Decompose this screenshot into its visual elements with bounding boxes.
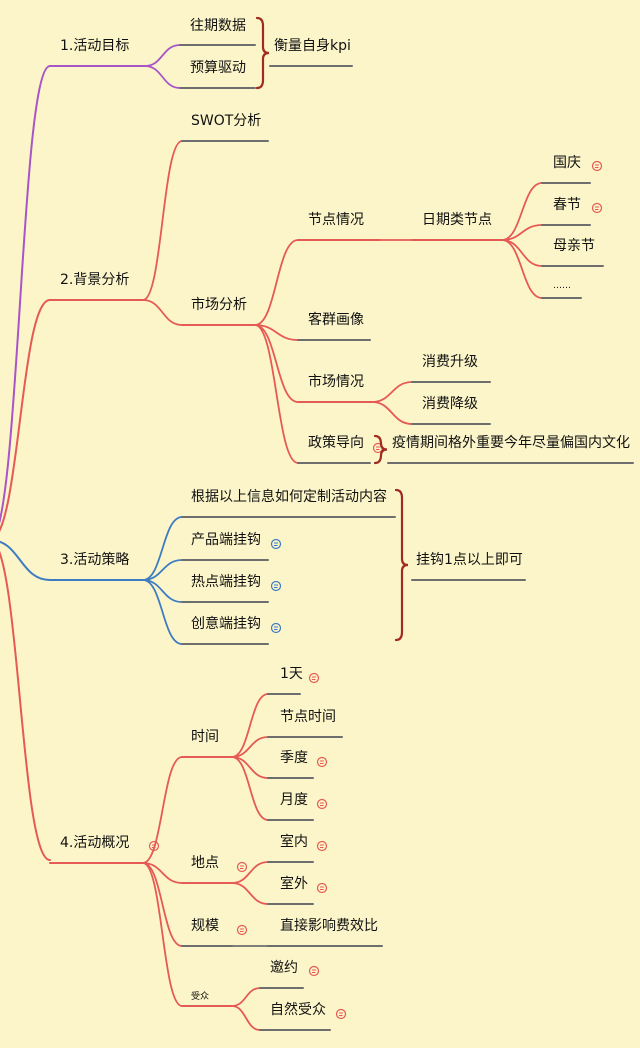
- branch-connector: [254, 239, 299, 326]
- node-t1[interactable]: 1天: [280, 666, 303, 682]
- node-n2b3b[interactable]: 消费降级: [422, 396, 478, 412]
- note-icon[interactable]: [308, 965, 320, 977]
- node-n2b3a[interactable]: 消费升级: [422, 354, 478, 370]
- branch-connector: [142, 516, 183, 581]
- node-d2[interactable]: 春节: [553, 197, 581, 213]
- branch-connector: [0, 540, 51, 581]
- node-n1b[interactable]: 预算驱动: [190, 60, 246, 76]
- node-d1[interactable]: 国庆: [553, 155, 581, 171]
- branch-connector: [231, 882, 269, 905]
- note-icon[interactable]: [270, 538, 282, 550]
- note-icon[interactable]: [591, 202, 603, 214]
- node-n2b2[interactable]: 客群画像: [308, 312, 364, 328]
- branch-connector: [142, 862, 183, 947]
- branch-connector: [231, 736, 269, 758]
- node-t4[interactable]: 月度: [280, 792, 308, 808]
- note-icon[interactable]: [591, 160, 603, 172]
- branch-connector: [231, 693, 269, 758]
- node-d4[interactable]: ……: [553, 281, 571, 291]
- node-p1[interactable]: 室内: [280, 834, 308, 850]
- branch-connector: [371, 381, 413, 403]
- node-n2b1[interactable]: 节点情况: [308, 212, 364, 228]
- branch-connector: [254, 324, 299, 464]
- node-n3b[interactable]: 产品端挂钩: [191, 532, 261, 548]
- node-n2a[interactable]: SWOT分析: [191, 113, 262, 129]
- node-n3c[interactable]: 热点端挂钩: [191, 574, 261, 590]
- branch-connector: [142, 299, 183, 326]
- branch-connector: [144, 65, 181, 89]
- note-icon[interactable]: [308, 672, 320, 684]
- node-n2b4[interactable]: 政策导向: [308, 435, 364, 451]
- note-icon[interactable]: [270, 622, 282, 634]
- node-n4cs[interactable]: 直接影响费效比: [280, 918, 378, 934]
- note-icon[interactable]: [316, 756, 328, 768]
- branch-connector: [0, 551, 51, 861]
- note-icon[interactable]: [270, 580, 282, 592]
- node-n3[interactable]: 3.活动策略: [60, 552, 130, 568]
- node-a1[interactable]: 邀约: [270, 960, 298, 976]
- note-icon[interactable]: [236, 924, 248, 936]
- branch-connector: [142, 579, 183, 645]
- node-n2b1a[interactable]: 日期类节点: [422, 212, 492, 228]
- branch-connector: [501, 239, 543, 299]
- node-n1a[interactable]: 往期数据: [190, 18, 246, 34]
- node-n3s[interactable]: 挂钩1点以上即可: [416, 552, 523, 568]
- brace: [373, 434, 388, 465]
- branch-connector: [254, 324, 299, 403]
- node-n4a[interactable]: 时间: [191, 729, 219, 745]
- branch-connector: [142, 756, 183, 864]
- branch-connector: [144, 44, 181, 67]
- node-n2b4s[interactable]: 疫情期间格外重要今年尽量偏国内文化: [392, 435, 630, 451]
- node-n3a[interactable]: 根据以上信息如何定制活动内容: [191, 489, 387, 505]
- branch-connector: [231, 861, 269, 884]
- node-n4b[interactable]: 地点: [191, 855, 219, 871]
- branch-connector: [0, 299, 51, 532]
- branch-connector: [501, 239, 543, 267]
- brace: [255, 16, 270, 90]
- note-icon[interactable]: [316, 840, 328, 852]
- branch-connector: [142, 862, 183, 1007]
- node-n1s[interactable]: 衡量自身kpi: [274, 38, 351, 54]
- node-p2[interactable]: 室外: [280, 876, 308, 892]
- node-n1[interactable]: 1.活动目标: [60, 38, 130, 54]
- branch-connector: [0, 65, 51, 524]
- node-n4[interactable]: 4.活动概况: [60, 835, 130, 851]
- branch-connector: [371, 401, 413, 425]
- node-n3d[interactable]: 创意端挂钩: [191, 616, 261, 632]
- node-t3[interactable]: 季度: [280, 750, 308, 766]
- branch-connector: [231, 1005, 261, 1031]
- branch-connector: [231, 756, 269, 821]
- branch-connector: [501, 182, 543, 241]
- node-n4d[interactable]: 受众: [191, 992, 210, 1002]
- note-icon[interactable]: [335, 1008, 347, 1020]
- node-a2[interactable]: 自然受众: [270, 1002, 326, 1018]
- node-t2[interactable]: 节点时间: [280, 709, 336, 725]
- branch-connector: [142, 559, 183, 581]
- note-icon[interactable]: [316, 798, 328, 810]
- note-icon[interactable]: [236, 861, 248, 873]
- node-d3[interactable]: 母亲节: [553, 238, 595, 254]
- brace: [394, 488, 409, 642]
- branch-connector: [231, 987, 261, 1007]
- note-icon[interactable]: [316, 882, 328, 894]
- node-n2[interactable]: 2.背景分析: [60, 272, 130, 288]
- node-n4c[interactable]: 规模: [191, 918, 219, 934]
- node-n2b3[interactable]: 市场情况: [308, 374, 364, 390]
- branch-connector: [142, 140, 183, 301]
- node-n2b[interactable]: 市场分析: [191, 297, 247, 313]
